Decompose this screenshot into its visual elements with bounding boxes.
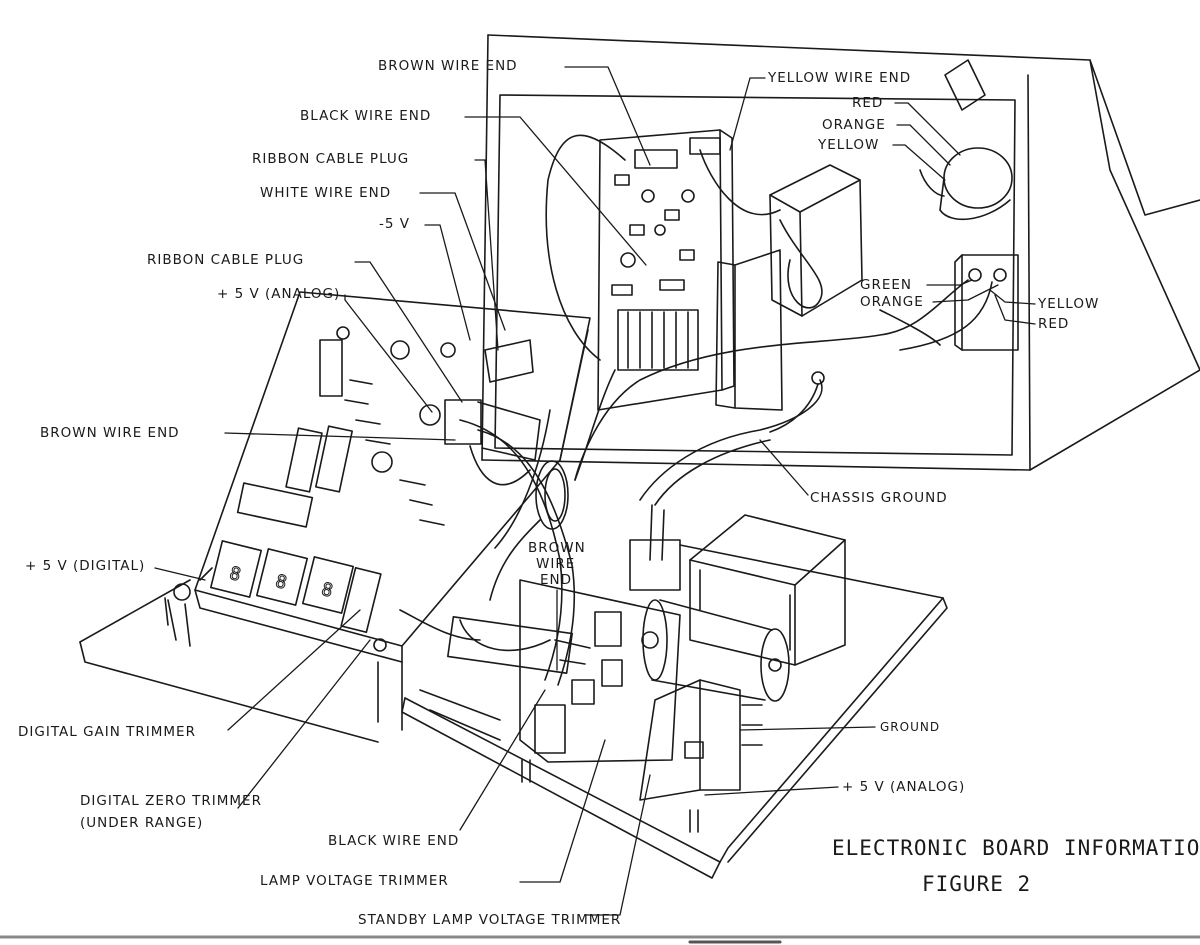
terminal-block	[574, 254, 1019, 481]
label-digital-zero-trimmer-range: (UNDER RANGE)	[80, 815, 204, 831]
label-chassis-ground: CHASSIS GROUND	[810, 490, 948, 506]
label-ribbon-cable-plug-1: RIBBON CABLE PLUG	[252, 151, 410, 167]
chassis-hole	[535, 460, 569, 530]
label-yellow-right: YELLOW	[1038, 296, 1100, 312]
label-plus-5v-digital: + 5 V (DIGITAL)	[25, 558, 146, 574]
upper-circuit-board	[545, 129, 781, 411]
label-brown-wire-end-mid-3: END	[540, 572, 573, 588]
label-yellow-top: YELLOW	[818, 137, 880, 153]
label-green-right: GREEN	[860, 277, 912, 293]
label-black-wire-end-top: BLACK WIRE END	[300, 108, 432, 124]
label-ribbon-cable-plug-2: RIBBON CABLE PLUG	[147, 252, 305, 268]
display-digit-3: 8	[319, 579, 335, 602]
label-orange-top: ORANGE	[822, 117, 886, 133]
figure-number: FIGURE 2	[922, 872, 1032, 896]
ground-lug	[769, 371, 825, 433]
label-brown-wire-end-mid-1: BROWN	[528, 540, 586, 556]
transformer	[689, 514, 846, 666]
rear-housing	[481, 34, 1200, 471]
label-brown-wire-end-mid-2: WIRE	[536, 556, 576, 572]
label-digital-gain-trimmer: DIGITAL GAIN TRIMMER	[18, 724, 196, 740]
heatsink-bracket	[639, 679, 763, 801]
standoffs	[521, 759, 699, 833]
capacitor	[642, 599, 790, 702]
left-base-plate	[79, 567, 403, 743]
label-plus-5v-analog-right: + 5 V (ANALOG)	[842, 779, 966, 795]
lower-circuit-board	[419, 579, 681, 763]
figure-title: ELECTRONIC BOARD INFORMATION	[832, 836, 1200, 860]
display-digit-2: 8	[273, 571, 289, 594]
label-standby-lamp-voltage-trimmer: STANDBY LAMP VOLTAGE TRIMMER	[358, 912, 622, 928]
label-lamp-voltage-trimmer: LAMP VOLTAGE TRIMMER	[260, 873, 449, 889]
ribbon-cables	[399, 369, 823, 686]
label-digital-zero-trimmer: DIGITAL ZERO TRIMMER	[80, 793, 262, 809]
label-red-top: RED	[852, 95, 884, 111]
label-brown-wire-end-left: BROWN WIRE END	[40, 425, 180, 441]
left-main-board	[194, 291, 591, 663]
display-digit-1: 8	[227, 563, 243, 586]
label-ground: GROUND	[880, 720, 941, 734]
bottom-base	[401, 544, 948, 879]
label-minus-5v: -5 V	[379, 216, 410, 232]
label-brown-wire-end-top: BROWN WIRE END	[378, 58, 518, 74]
lamp-motor	[919, 59, 1013, 221]
label-white-wire-end: WHITE WIRE END	[260, 185, 392, 201]
label-orange-right: ORANGE	[860, 294, 924, 310]
label-yellow-wire-end: YELLOW WIRE END	[768, 70, 912, 86]
center-connector	[715, 164, 863, 411]
label-black-wire-end-bottom: BLACK WIRE END	[328, 833, 460, 849]
label-red-right: RED	[1038, 316, 1070, 332]
label-plus-5v-analog-left: + 5 V (ANALOG)	[217, 286, 341, 302]
leader-lines	[154, 66, 1036, 916]
